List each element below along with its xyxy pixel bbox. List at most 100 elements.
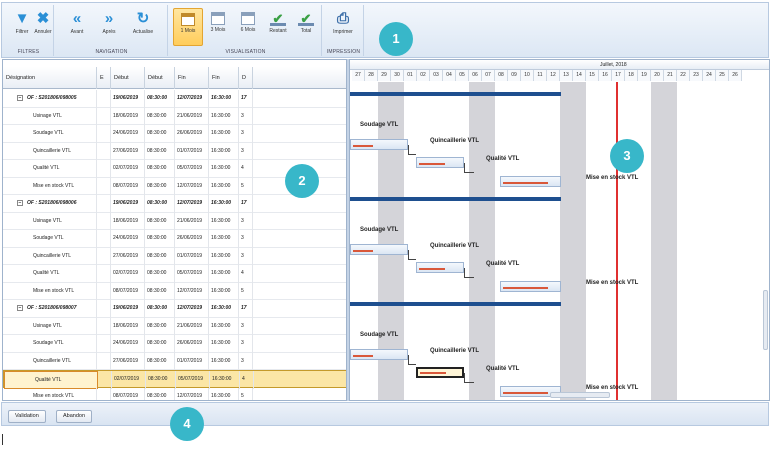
table-cell: 08/07/2019 [111,282,145,300]
table-cell: 3 [239,352,253,370]
column-header-e[interactable]: E [97,67,111,89]
table-cell: 17 [239,300,253,318]
cell-text: 16:30:00 [211,112,231,119]
cell-text: 08:30:00 [147,270,167,276]
task-bar[interactable] [416,262,464,273]
cell-text: Mise en stock VTL [33,182,75,189]
cell-text: Qualité VTL [33,270,60,276]
task-bar[interactable] [350,349,408,360]
view-1-month-button[interactable]: 1 Mois [173,8,203,46]
day-header-cell: 23 [690,70,703,81]
cell-text: 12/07/2019 [177,182,203,189]
table-cell: 26/06/2019 [175,335,209,353]
cell-text: Qualité VTL [33,165,60,171]
summary-bar[interactable] [350,302,561,306]
table-cell: 08:30:00 [145,300,175,318]
table-cell: 24/06/2019 [111,230,145,248]
task-label: Soudage VTL [360,332,399,338]
task-bar[interactable] [350,139,408,150]
task-label: Mise en stock VTL [586,280,639,286]
task-label: Qualité VTL [486,261,520,267]
previous-button[interactable]: « Avant [62,8,92,46]
table-cell: 16:30:00 [209,282,239,300]
cell-text: 16:30:00 [211,235,231,241]
task-bar[interactable] [500,281,561,292]
cell-text: 24/06/2019 [113,130,139,136]
view-3-months-button[interactable]: 3 Mois [203,8,233,46]
table-cell [98,371,112,389]
task-bar[interactable] [500,386,561,397]
column-header-end-time[interactable]: Fin [209,67,239,89]
total-button[interactable]: ✔ Total [291,8,321,46]
validation-button[interactable]: Validation [8,410,46,423]
print-button[interactable]: ⎙ Imprimer [328,8,358,46]
summary-bar[interactable] [350,197,561,201]
task-bar[interactable] [416,157,464,168]
table-cell: 27/06/2019 [111,142,145,160]
day-header-cell: 20 [651,70,664,81]
table-cell: 08:30:00 [145,177,175,195]
column-header-designation[interactable]: Désignation [3,67,97,89]
gantt-vertical-scrollbar[interactable] [763,290,768,350]
summary-bar[interactable] [350,92,561,96]
cell-text: 19/06/2019 [113,95,139,101]
table-cell: 08:30:00 [145,387,175,400]
table-cell: 3 [239,142,253,160]
table-cell: 17 [239,195,253,213]
cancel-filter-button[interactable]: ✖ Annuler [28,8,58,46]
task-bar[interactable] [500,176,561,187]
gantt-horizontal-scrollbar[interactable] [550,392,610,398]
table-cell: 08:30:00 [145,230,175,248]
cell-text: 16:30:00 [211,392,231,399]
abandon-button[interactable]: Abandon [56,410,93,423]
cell-text: 16:30:00 [211,305,232,311]
collapse-toggle-icon[interactable]: − [17,200,23,206]
collapse-toggle-icon[interactable]: − [17,305,23,311]
column-header-end-date[interactable]: Fin [175,67,209,89]
next-button[interactable]: » Après [94,8,124,46]
column-header-duration[interactable]: D [239,67,253,89]
table-cell: 12/07/2019 [175,387,209,400]
task-bar[interactable] [350,244,408,255]
printer-icon: ⎙ [336,10,349,27]
collapse-toggle-icon[interactable]: − [17,95,23,101]
remaining-button[interactable]: ✔ Restant [263,8,293,46]
cell-text: 08:30:00 [147,287,167,294]
day-header-cell: 24 [703,70,716,81]
filter-button[interactable]: ▼ Filtrer [7,8,37,46]
column-header-start-date[interactable]: Début [111,67,145,89]
task-bar[interactable] [416,367,464,378]
cell-text: Quincaillerie VTL [33,252,72,259]
cell-text: 4 [241,165,244,171]
cell-text: 5 [241,392,244,399]
column-header-start-time[interactable]: Début [145,67,175,89]
cell-text: 26/06/2019 [177,235,203,241]
table-cell: 18/06/2019 [111,317,145,335]
table-cell: −OF : S201806/098006 [3,195,97,213]
refresh-button[interactable]: ↻ Actualise [128,8,158,46]
task-label: Soudage VTL [360,122,399,128]
cell-text: 16:30:00 [211,357,231,364]
panel-splitter[interactable] [347,59,349,401]
cell-text: 24/06/2019 [113,340,139,346]
view-6-months-button[interactable]: 6 Mois [233,8,263,46]
weekend-band [560,82,586,400]
